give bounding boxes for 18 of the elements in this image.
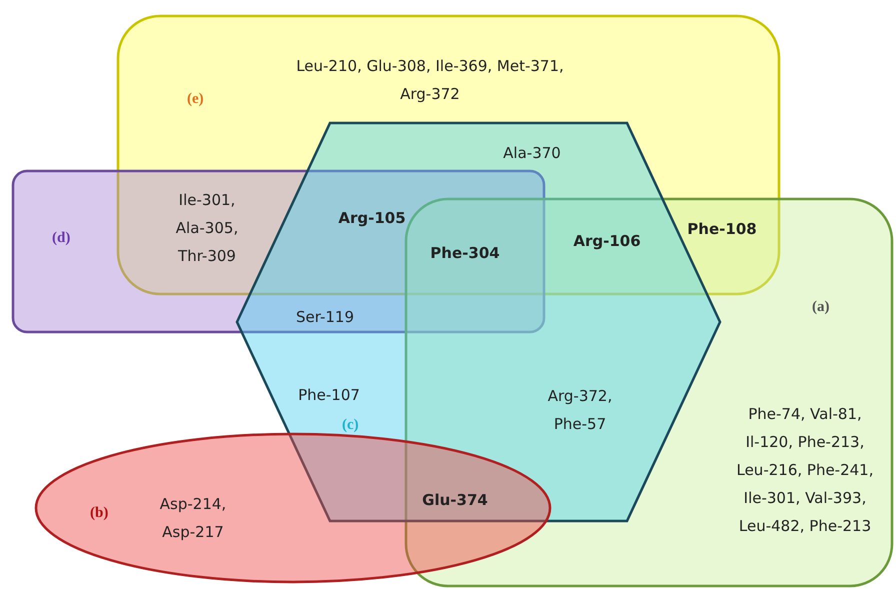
set-label: (d) <box>52 230 70 247</box>
set-label: (e) <box>187 91 204 108</box>
residue-label: Ala-370 <box>503 143 561 164</box>
residue-label: Glu-374 <box>422 490 488 511</box>
residue-label: Arg-106 <box>573 231 641 252</box>
residue-label: Asp-214, Asp-217 <box>158 494 228 543</box>
set-label: (a) <box>812 299 830 316</box>
residue-label: Phe-107 <box>298 385 360 406</box>
residue-label: Phe-108 <box>687 219 757 240</box>
residue-label: Phe-304 <box>430 243 500 264</box>
residue-label: Arg-372, Phe-57 <box>546 386 614 435</box>
residue-label: Arg-105 <box>338 208 406 229</box>
residue-label: Ser-119 <box>296 307 354 328</box>
residue-label: Leu-210, Glu-308, Ile-369, Met-371, Arg-372 <box>295 56 565 105</box>
residue-label: Ile-301, Ala-305, Thr-309 <box>174 190 240 267</box>
set-label: (c) <box>342 417 359 434</box>
residue-label: Phe-74, Val-81, Il-120, Phe-213, Leu-216, Phe-241, Ile-301, Val-393, Leu-482, Phe-213 <box>735 404 875 537</box>
set-label: (b) <box>90 505 108 522</box>
